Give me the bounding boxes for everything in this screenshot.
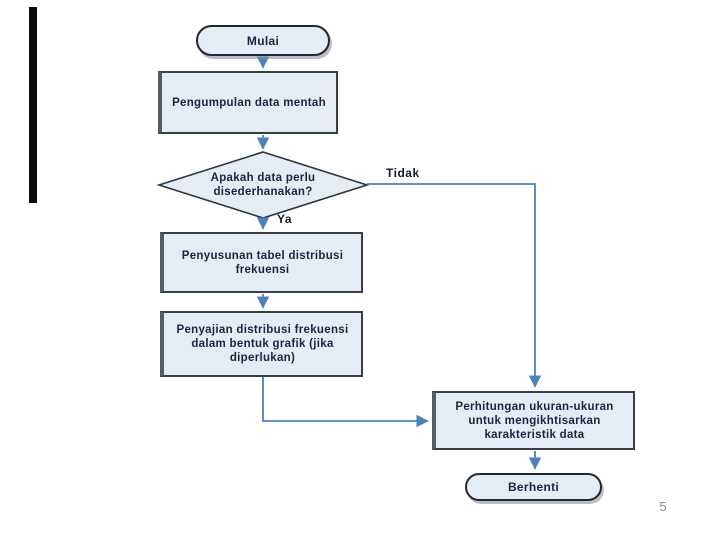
branch-label-yes: Ya — [277, 212, 293, 226]
branch-label-no: Tidak — [386, 166, 420, 180]
process1-label: Pengumpulan data mentah — [172, 96, 326, 109]
process-collect-raw-data: Pengumpulan data mentah — [158, 71, 338, 134]
process-frequency-table: Penyusunan tabel distribusi frekuensi — [160, 232, 363, 293]
connector-decision-no-to-process4 — [367, 183, 542, 388]
left-edge-bar — [29, 7, 37, 203]
start-label: Mulai — [246, 33, 280, 48]
start-terminator: Mulai — [196, 25, 330, 56]
end-label: Berhenti — [507, 480, 560, 494]
process-summary-measures: Perhitungan ukuran-ukuran untuk mengikht… — [432, 391, 635, 450]
process-graph-presentation: Penyajian distribusi frekuensi dalam ben… — [160, 311, 363, 377]
page-number: 5 — [659, 499, 667, 514]
decision-label: Apakah data perlu disederhanakan? — [210, 172, 316, 198]
connector-process3-to-process4 — [262, 377, 429, 428]
end-terminator: Berhenti — [465, 473, 602, 501]
